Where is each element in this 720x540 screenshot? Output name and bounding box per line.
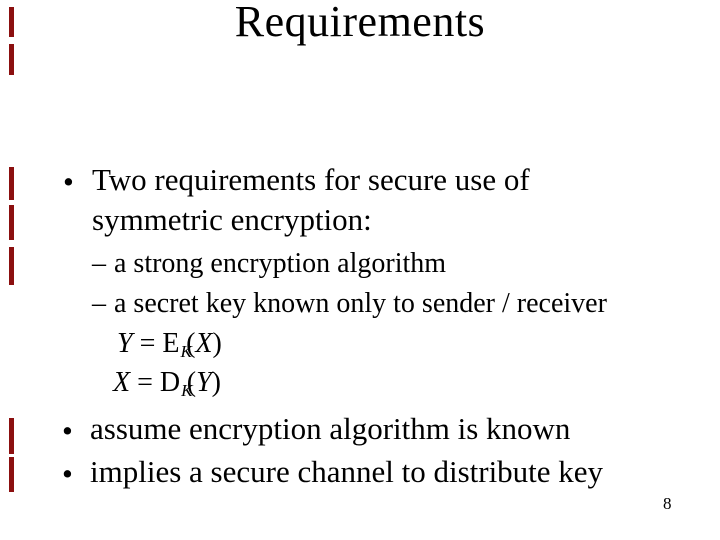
- sub-bullet2: a secret key known only to sender / rece…: [114, 288, 607, 319]
- page-number: 8: [663, 494, 672, 513]
- bullet-icon: •: [62, 456, 73, 491]
- red-margin-mark: [9, 457, 14, 492]
- equation1-paren-close: ): [212, 328, 222, 359]
- sub-bullet1: a strong encryption algorithm: [114, 248, 447, 279]
- equation1-arg: X: [195, 328, 213, 359]
- red-margin-mark: [9, 418, 14, 454]
- dash-icon: –: [92, 248, 106, 279]
- red-margin-mark: [9, 205, 14, 240]
- equation-2: X=DK(Y): [113, 367, 221, 401]
- dash-icon: –: [92, 288, 106, 319]
- bullet2: assume encryption algorithm is known: [90, 411, 571, 446]
- equation1-subscript: K: [180, 342, 193, 362]
- equation1-paren-open: (: [186, 328, 196, 359]
- equation2-subscript: K: [181, 381, 193, 401]
- red-margin-mark: [9, 44, 14, 75]
- equation2-paren-close: ): [211, 367, 221, 398]
- bullet3: implies a secure channel to distribute k…: [90, 454, 604, 489]
- red-margin-mark: [9, 247, 14, 285]
- bullet-icon: •: [62, 413, 73, 448]
- equation2-paren-open: (: [186, 367, 197, 398]
- equation1-function: E: [162, 328, 180, 359]
- equation1-lhs: Y: [117, 328, 133, 359]
- bullet1-line1: Two requirements for secure use of: [92, 162, 530, 197]
- equation2-function: D: [159, 367, 181, 398]
- red-margin-mark: [9, 167, 14, 200]
- equation2-arg: Y: [196, 367, 212, 398]
- equation-1: Y=EK(X): [117, 328, 222, 362]
- bullet-icon: •: [63, 164, 74, 199]
- slide-title: Requirements: [234, 0, 486, 46]
- equation2-lhs: X: [113, 367, 131, 398]
- equation1-equals: =: [139, 328, 156, 359]
- red-margin-mark: [9, 7, 14, 37]
- bullet1-line2: symmetric encryption:: [92, 202, 372, 237]
- equation2-equals: =: [137, 367, 153, 398]
